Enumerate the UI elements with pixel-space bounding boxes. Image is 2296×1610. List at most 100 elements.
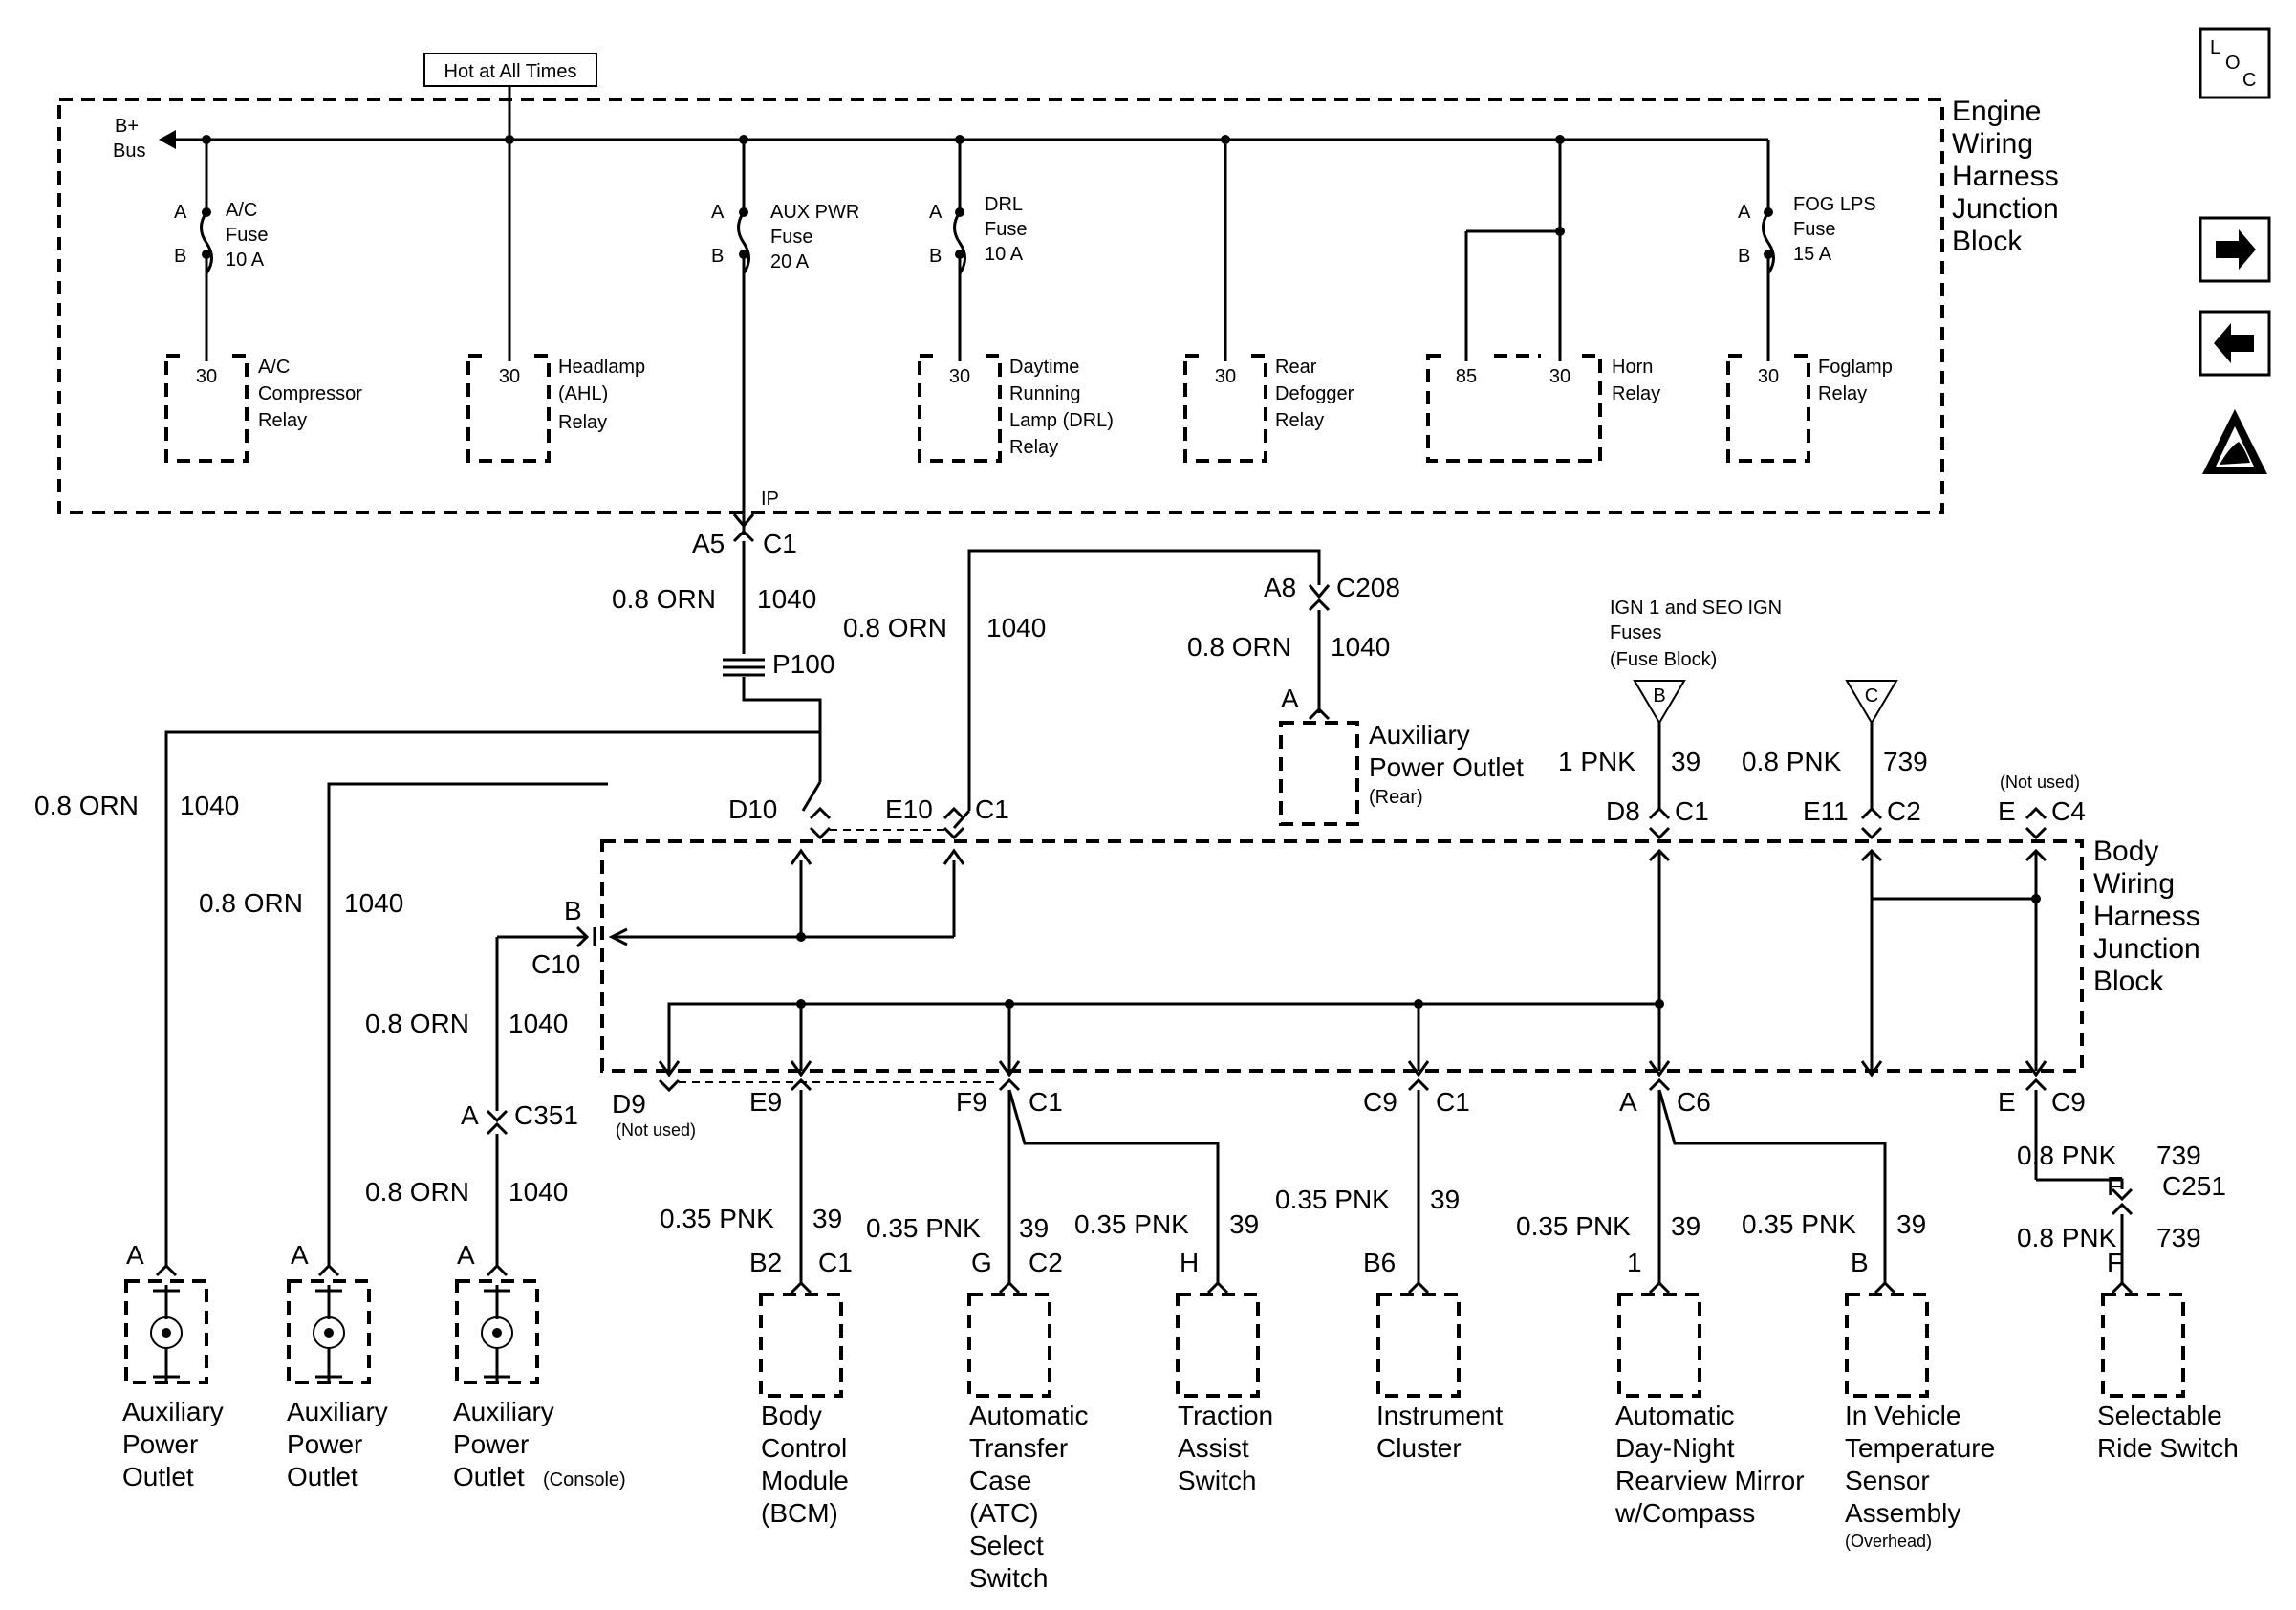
arrow-right-icon[interactable] — [2199, 216, 2271, 283]
svg-text:Body: Body — [761, 1401, 822, 1430]
svg-text:Rearview Mirror: Rearview Mirror — [1615, 1466, 1805, 1495]
svg-text:Harness: Harness — [1952, 161, 2059, 192]
svg-text:A/C: A/C — [226, 200, 257, 221]
svg-text:C1: C1 — [818, 1248, 853, 1277]
svg-text:30: 30 — [196, 366, 217, 387]
svg-text:Relay: Relay — [1009, 437, 1058, 458]
svg-text:C1: C1 — [1029, 1087, 1063, 1117]
auxiliary-power-outlet-console: A Auxiliary Power Outlet (Console) — [453, 1240, 626, 1491]
svg-text:D9: D9 — [612, 1089, 646, 1119]
svg-text:O: O — [2225, 53, 2241, 74]
svg-text:Daytime: Daytime — [1009, 357, 1079, 378]
svg-text:DRL: DRL — [985, 194, 1023, 215]
bplus-label: B+ — [115, 116, 139, 137]
svg-text:P100: P100 — [772, 649, 834, 679]
svg-text:Horn: Horn — [1612, 357, 1653, 378]
svg-text:Outlet: Outlet — [453, 1462, 525, 1491]
engine-junction-block-outline — [57, 98, 1944, 514]
svg-text:Selectable: Selectable — [2097, 1401, 2222, 1430]
svg-text:w/Compass: w/Compass — [1614, 1498, 1755, 1528]
svg-text:0.35 PNK: 0.35 PNK — [1074, 1209, 1189, 1239]
svg-text:Sensor: Sensor — [1845, 1466, 1930, 1495]
svg-text:0.35 PNK: 0.35 PNK — [1516, 1211, 1631, 1241]
hot-at-all-times-label: Hot at All Times — [423, 53, 597, 87]
svg-text:Relay: Relay — [1818, 383, 1867, 404]
svg-text:Wiring: Wiring — [2093, 868, 2175, 900]
svg-text:(BCM): (BCM) — [761, 1498, 838, 1528]
svg-text:Wiring: Wiring — [1952, 128, 2033, 160]
svg-text:Switch: Switch — [1178, 1466, 1256, 1495]
svg-text:0.8 ORN: 0.8 ORN — [1187, 632, 1291, 662]
fuse-source-b: IGN 1 and SEO IGN Fuses (Fuse Block) B 1… — [1558, 598, 1782, 809]
loc-icon[interactable]: L O C — [2199, 27, 2271, 99]
relay-horn: 85 30 Horn Relay — [1426, 350, 1660, 463]
svg-text:C: C — [2242, 70, 2256, 91]
svg-text:E: E — [1998, 1087, 2016, 1117]
svg-text:D8: D8 — [1606, 796, 1640, 826]
svg-text:C6: C6 — [1677, 1087, 1711, 1117]
svg-text:(Not used): (Not used) — [616, 1120, 696, 1140]
svg-text:Lamp (DRL): Lamp (DRL) — [1009, 410, 1114, 431]
svg-text:39: 39 — [1896, 1209, 1926, 1239]
engine-junction-block-label: Engine Wiring Harness Junction Block — [1952, 96, 2059, 257]
svg-text:Control: Control — [761, 1433, 847, 1463]
svg-text:E11: E11 — [1803, 796, 1849, 826]
svg-text:0.8 PNK: 0.8 PNK — [2017, 1141, 2117, 1170]
svg-text:A: A — [126, 1240, 144, 1270]
svg-text:739: 739 — [2156, 1141, 2201, 1170]
fuse-source-c: C 0.8 PNK 739 — [1742, 680, 1928, 809]
svg-text:C2: C2 — [1887, 796, 1921, 826]
svg-text:Power: Power — [287, 1429, 362, 1459]
svg-text:A5: A5 — [692, 529, 725, 558]
svg-text:1040: 1040 — [757, 584, 816, 614]
svg-text:Fuse: Fuse — [985, 219, 1027, 240]
svg-text:L: L — [2210, 37, 2220, 58]
svg-text:IP: IP — [761, 489, 779, 510]
svg-text:A: A — [1738, 202, 1751, 223]
svg-text:C10: C10 — [531, 949, 580, 979]
svg-text:Block: Block — [2093, 966, 2164, 997]
svg-text:Power: Power — [122, 1429, 198, 1459]
relay-foglamp: 30 Foglamp Relay — [1726, 350, 1893, 463]
module-selectable-ride-switch: F Selectable Ride Switch — [2097, 1248, 2239, 1463]
auxiliary-power-outlet-2: A Auxiliary Power Outlet — [287, 1240, 388, 1491]
svg-text:0.8 PNK: 0.8 PNK — [1742, 747, 1842, 776]
bplus-bus-label: Bus — [113, 141, 145, 162]
svg-text:A: A — [457, 1240, 475, 1270]
svg-text:39: 39 — [1671, 747, 1700, 776]
svg-text:Outlet: Outlet — [287, 1462, 358, 1491]
svg-text:Junction: Junction — [1952, 193, 2059, 225]
svg-text:Power: Power — [453, 1429, 529, 1459]
svg-text:(AHL): (AHL) — [558, 383, 608, 404]
svg-text:1040: 1040 — [509, 1177, 568, 1207]
svg-text:Cluster: Cluster — [1376, 1433, 1462, 1463]
svg-text:IGN 1 and SEO IGN: IGN 1 and SEO IGN — [1610, 598, 1782, 619]
svg-text:A: A — [711, 202, 725, 223]
svg-text:(Fuse Block): (Fuse Block) — [1610, 649, 1717, 670]
svg-text:Fuse: Fuse — [226, 225, 268, 246]
svg-text:F9: F9 — [956, 1087, 987, 1117]
svg-text:Outlet: Outlet — [122, 1462, 194, 1491]
svg-text:H: H — [1180, 1248, 1199, 1277]
svg-text:Power Outlet: Power Outlet — [1369, 752, 1524, 782]
svg-text:Rear: Rear — [1275, 357, 1317, 378]
svg-text:Foglamp: Foglamp — [1818, 357, 1893, 378]
svg-text:C1: C1 — [975, 794, 1009, 824]
svg-text:Harness: Harness — [2093, 901, 2200, 932]
svg-text:B: B — [1653, 685, 1665, 707]
module-instrument-cluster: B6 Instrument Cluster — [1363, 1248, 1503, 1463]
svg-text:Engine: Engine — [1952, 96, 2041, 127]
svg-text:39: 39 — [1671, 1211, 1700, 1241]
svg-text:Automatic: Automatic — [1615, 1401, 1735, 1430]
svg-text:Assist: Assist — [1178, 1433, 1249, 1463]
svg-text:(Overhead): (Overhead) — [1845, 1532, 1932, 1551]
svg-text:Junction: Junction — [2093, 933, 2200, 965]
arrow-left-icon[interactable] — [2199, 310, 2271, 377]
svg-text:A/C: A/C — [258, 357, 290, 378]
svg-text:E: E — [1998, 796, 2016, 826]
svg-text:Instrument: Instrument — [1376, 1401, 1503, 1430]
svg-text:39: 39 — [1019, 1213, 1049, 1243]
svg-text:739: 739 — [1883, 747, 1928, 776]
svg-text:(Rear): (Rear) — [1369, 787, 1423, 808]
